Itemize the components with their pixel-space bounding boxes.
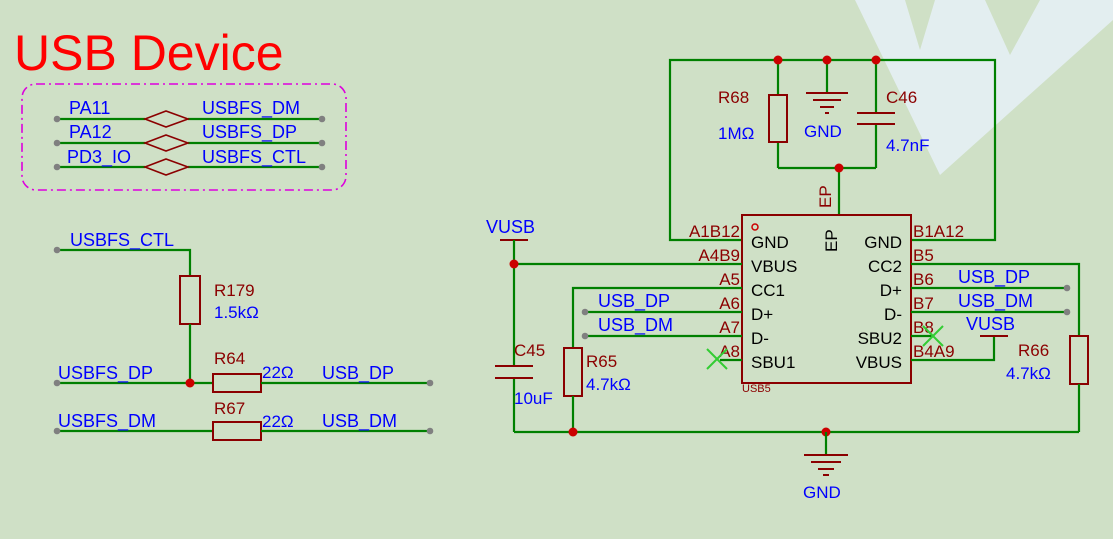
pin-num-b1a12: B1A12 [913, 222, 964, 241]
net-label-vusb-left: VUSB [486, 217, 535, 237]
net-port-box [21, 83, 347, 191]
c45-ref: C45 [514, 341, 545, 360]
net-label-pa12: PA12 [69, 122, 112, 142]
right-side-wires [911, 262, 1089, 432]
pin-name-dplus-right: D+ [880, 281, 902, 300]
net-port-rows [53, 110, 326, 176]
pin-name-cc1: CC1 [751, 281, 785, 300]
net-label-usbfs-dp-2: USBFS_DP [58, 363, 153, 384]
vusb-left-wires [500, 239, 742, 432]
r179-value: 1.5kΩ [214, 303, 259, 322]
r66-value: 4.7kΩ [1006, 364, 1051, 383]
ep-pin-name: EP [822, 229, 841, 252]
pin-name-sbu1: SBU1 [751, 353, 795, 372]
pin-name-dplus-left: D+ [751, 305, 773, 324]
pin-num-a8: A8 [719, 342, 740, 361]
c46-capacitor [857, 112, 895, 125]
r68-ref: R68 [718, 88, 749, 107]
usb5-ref: USB5 [742, 383, 771, 395]
cc1-r65-wires [563, 286, 742, 432]
top-loop-wires [668, 55, 997, 242]
bottom-ground-rail [514, 427, 1079, 454]
r64-circuit [53, 373, 434, 393]
net-label-usb-dp: USB_DP [322, 363, 394, 384]
net-label-usbfs-dm-2: USBFS_DM [58, 411, 156, 432]
c45-capacitor [495, 365, 533, 379]
net-label-usbfs-ctl-2: USBFS_CTL [70, 230, 174, 251]
r66-ref: R66 [1018, 341, 1049, 360]
c45-value: 10uF [514, 389, 553, 408]
no-connect-a8 [706, 348, 728, 370]
ep-pin-number: EP [816, 185, 835, 208]
r179-circuit [53, 246, 201, 383]
c46-ref: C46 [886, 88, 917, 107]
gnd-symbol-bottom [804, 454, 848, 476]
net-label-pd3-io: PD3_IO [67, 147, 131, 168]
net-label-vusb-right: VUSB [966, 314, 1015, 334]
net-label-usb-dm-right: USB_DM [958, 291, 1033, 312]
usb5-connector-body [741, 214, 912, 384]
pin-num-b7: B7 [913, 294, 934, 313]
pin-num-a7: A7 [719, 318, 740, 337]
net-label-usbfs-dm: USBFS_DM [202, 98, 300, 119]
no-connect-b8 [922, 325, 944, 347]
page-title: USB Device [14, 25, 284, 81]
pin-name-cc2: CC2 [868, 257, 902, 276]
pin-name-dminus-left: D- [751, 329, 769, 348]
r65-value: 4.7kΩ [586, 375, 631, 394]
net-label-usbfs-ctl: USBFS_CTL [202, 147, 306, 168]
pin-name-dminus-right: D- [884, 305, 902, 324]
r68-value: 1MΩ [718, 124, 754, 143]
r65-ref: R65 [586, 352, 617, 371]
pin-name-gnd-right: GND [864, 233, 902, 252]
r67-value: 22Ω [262, 412, 294, 431]
c46-value: 4.7nF [886, 136, 929, 155]
r65-resistor [563, 347, 583, 397]
gnd-label-bottom: GND [803, 483, 841, 502]
pin-name-vbus-right: VBUS [856, 353, 902, 372]
pin-num-b6: B6 [913, 270, 934, 289]
net-label-usb-dm-connector: USB_DM [598, 315, 673, 336]
watermark-shape [855, 0, 1113, 175]
r67-resistor [212, 421, 262, 441]
pin-num-b4a9: B4A9 [913, 342, 955, 361]
r64-value: 22Ω [262, 363, 294, 382]
r179-ref: R179 [214, 281, 255, 300]
r67-circuit [53, 421, 434, 441]
r179-resistor [179, 275, 201, 325]
pin-name-sbu2: SBU2 [858, 329, 902, 348]
pin-num-b5: B5 [913, 246, 934, 265]
pin-num-a5: A5 [719, 270, 740, 289]
r68-resistor [768, 94, 788, 143]
r67-ref: R67 [214, 399, 245, 418]
net-label-usb-dp-right: USB_DP [958, 267, 1030, 288]
net-label-usb-dm: USB_DM [322, 411, 397, 432]
pin-num-a4b9: A4B9 [698, 246, 740, 265]
r64-ref: R64 [214, 349, 245, 368]
pin-num-a6: A6 [719, 294, 740, 313]
pin-num-a1b12: A1B12 [689, 222, 740, 241]
r64-resistor [212, 373, 262, 393]
gnd-symbol-top [806, 92, 848, 114]
r66-resistor [1069, 335, 1089, 385]
net-label-pa11: PA11 [69, 98, 110, 118]
gnd-label-top: GND [804, 122, 842, 141]
pin-name-gnd-left: GND [751, 233, 789, 252]
pin1-marker [751, 223, 759, 231]
net-label-usbfs-dp: USBFS_DP [202, 122, 297, 143]
pin-name-vbus-left: VBUS [751, 257, 797, 276]
net-label-usb-dp-connector: USB_DP [598, 291, 670, 312]
